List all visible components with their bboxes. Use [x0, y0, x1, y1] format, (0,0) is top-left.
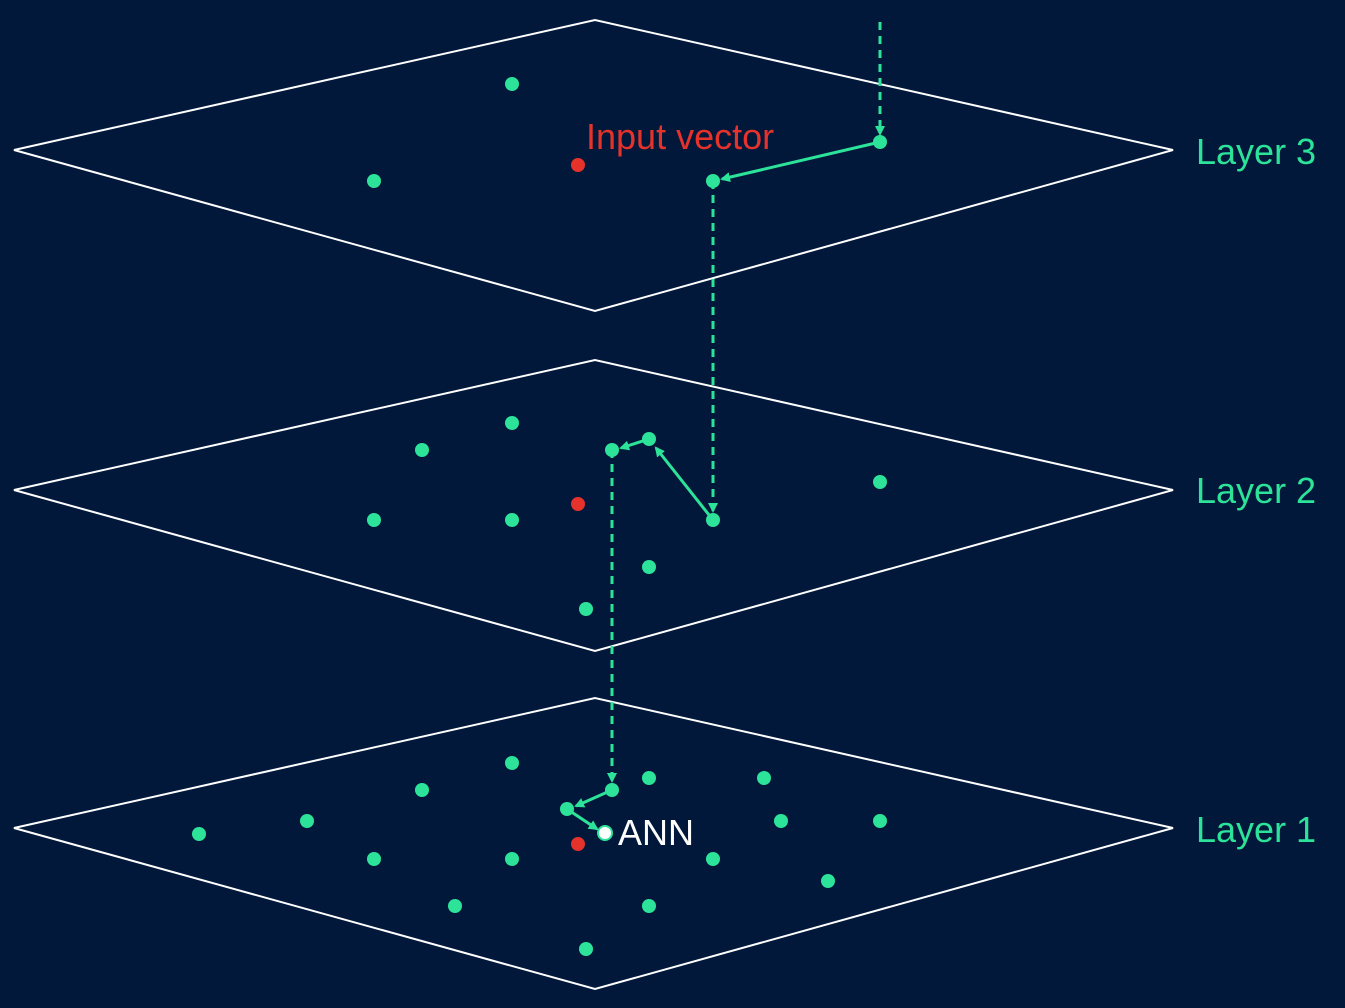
graph-node: [605, 783, 619, 797]
layer-2-label: Layer 2: [1196, 470, 1317, 511]
graph-node: [642, 560, 656, 574]
input-vector-label: Input vector: [586, 116, 775, 157]
layer-planes: [13, 18, 1174, 991]
graph-node: [415, 443, 429, 457]
graph-node: [415, 783, 429, 797]
graph-node: [300, 814, 314, 828]
layer-plane: [13, 18, 1174, 313]
graph-node: [192, 827, 206, 841]
graph-node: [757, 771, 771, 785]
graph-node: [706, 174, 720, 188]
graph-node: [505, 416, 519, 430]
graph-node: [505, 77, 519, 91]
layer-1-label: Layer 1: [1196, 809, 1317, 850]
layer-plane: [13, 358, 1174, 653]
graph-nodes: [192, 77, 887, 956]
graph-node: [367, 174, 381, 188]
graph-node: [774, 814, 788, 828]
graph-node: [642, 899, 656, 913]
input-vector-point: [571, 837, 585, 851]
graph-node: [505, 513, 519, 527]
graph-node: [642, 432, 656, 446]
graph-node: [367, 852, 381, 866]
graph-node: [642, 771, 656, 785]
graph-node: [706, 513, 720, 527]
graph-node: [873, 475, 887, 489]
graph-node: [448, 899, 462, 913]
graph-node: [821, 874, 835, 888]
ann-label: ANN: [618, 812, 695, 853]
layer-plane: [13, 696, 1174, 991]
ann-point: [597, 825, 613, 841]
graph-node: [579, 942, 593, 956]
graph-node: [367, 513, 381, 527]
layer-3-label: Layer 3: [1196, 131, 1317, 172]
graph-node: [706, 852, 720, 866]
graph-node: [605, 443, 619, 457]
graph-node: [579, 602, 593, 616]
input-vector-point: [571, 158, 585, 172]
graph-node: [505, 756, 519, 770]
graph-node: [560, 802, 574, 816]
input-vector-point: [571, 497, 585, 511]
graph-node: [505, 852, 519, 866]
graph-node: [873, 814, 887, 828]
graph-node: [873, 135, 887, 149]
search-path: [566, 22, 885, 831]
